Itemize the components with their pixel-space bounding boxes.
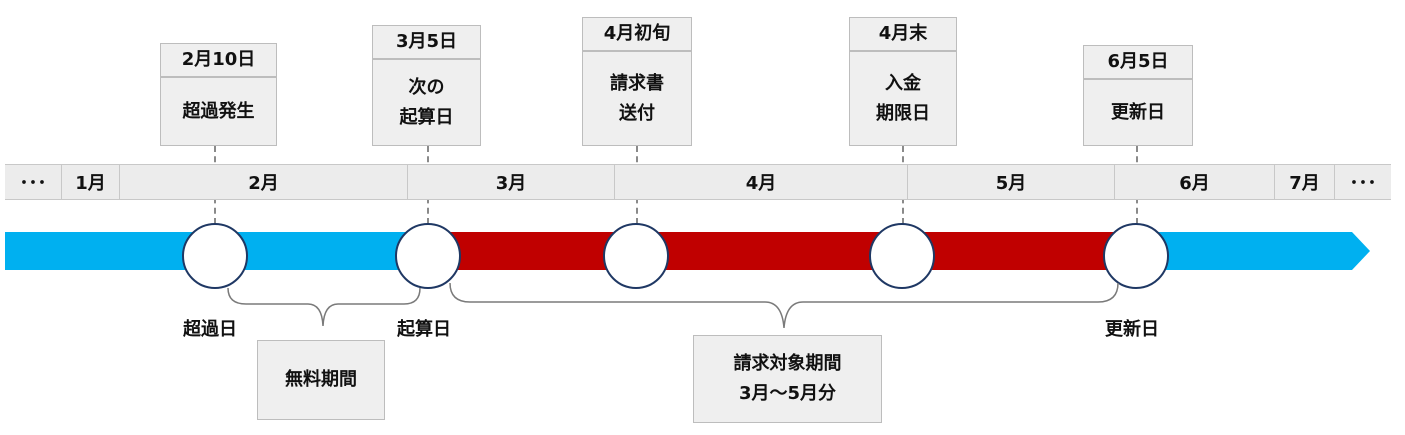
month-jun: 6月 <box>1115 165 1275 199</box>
month-feb: 2月 <box>120 165 408 199</box>
event-date-next-start: 3月5日 <box>372 25 481 59</box>
label-renewal-day: 更新日 <box>1105 319 1159 340</box>
milestone-overage <box>182 223 248 289</box>
event-label-payment-due: 入金 期限日 <box>849 51 957 146</box>
event-label-renewal: 更新日 <box>1083 79 1193 146</box>
milestone-renewal <box>1103 223 1169 289</box>
bracket-free-period <box>227 287 421 327</box>
event-label-next-start: 次の 起算日 <box>372 59 481 146</box>
month-mar: 3月 <box>408 165 615 199</box>
month-jul: 7月 <box>1275 165 1335 199</box>
timeline-arrow-head <box>1136 232 1370 270</box>
label-start-day: 起算日 <box>397 319 451 340</box>
event-date-invoice: 4月初旬 <box>582 17 692 51</box>
milestone-payment-due <box>869 223 935 289</box>
free-period-box: 無料期間 <box>257 340 385 420</box>
milestone-invoice <box>603 223 669 289</box>
event-date-overage: 2月10日 <box>160 43 277 77</box>
timeline-billing-segment <box>430 232 1136 270</box>
month-may: 5月 <box>908 165 1115 199</box>
event-label-invoice: 請求書 送付 <box>582 51 692 146</box>
event-date-payment-due: 4月末 <box>849 17 957 51</box>
event-label-overage: 超過発生 <box>160 77 277 146</box>
label-overage-day: 超過日 <box>183 319 237 340</box>
month-apr: 4月 <box>615 165 908 199</box>
month-ellipsis-end: ･･･ <box>1349 173 1377 194</box>
month-bar: ･･･ 1月 2月 3月 4月 5月 6月 7月 ･･･ <box>5 164 1391 200</box>
milestone-next-start <box>395 223 461 289</box>
month-jan: 1月 <box>62 165 120 199</box>
month-ellipsis-start: ･･･ <box>5 165 62 199</box>
bracket-billing-period <box>449 282 1119 329</box>
event-date-renewal: 6月5日 <box>1083 45 1193 79</box>
billing-period-box: 請求対象期間 3月～5月分 <box>693 335 882 423</box>
